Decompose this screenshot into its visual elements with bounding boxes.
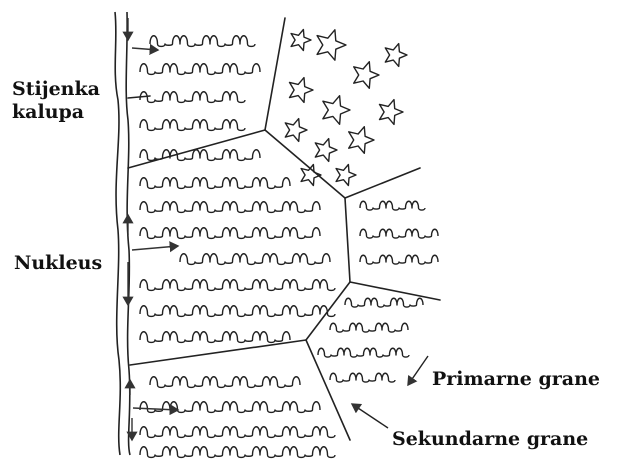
primary-dendrite-arms xyxy=(140,36,438,458)
equiaxed-crystal xyxy=(323,96,350,125)
dendrite-arm xyxy=(318,348,409,357)
dendrite-arm xyxy=(345,298,423,307)
dendrite-arm xyxy=(180,254,330,265)
dendrite-arm xyxy=(360,201,425,210)
dendrite-arm xyxy=(140,202,320,213)
equiaxed-crystal xyxy=(354,62,379,89)
dendrite-arm xyxy=(140,178,290,189)
dendrite-arm xyxy=(140,228,320,239)
dendrite-arm xyxy=(140,64,260,75)
mould-wall-label-line1: Stijenka xyxy=(12,78,100,101)
dendrite-arm xyxy=(330,323,408,332)
mould-wall-label-line2: kalupa xyxy=(12,101,100,124)
dendrite-arm xyxy=(140,447,335,458)
dendrite-arm xyxy=(140,306,335,317)
equiaxed-crystal xyxy=(317,30,346,60)
dendrite-arm xyxy=(360,229,438,238)
equiaxed-crystal xyxy=(290,78,314,103)
nucleus-label: Nukleus xyxy=(14,252,102,275)
primary-branch-pointer xyxy=(408,356,428,385)
dendrite-arm xyxy=(140,280,335,291)
dendrite-arm xyxy=(140,92,245,103)
primary-branches-label: Primarne grane xyxy=(432,368,600,391)
equiaxed-crystal xyxy=(285,119,307,142)
dendrite-arm xyxy=(140,120,245,131)
nucleus-arrow xyxy=(132,246,178,250)
equiaxed-crystal xyxy=(349,127,374,154)
dendrite-arm xyxy=(150,377,300,388)
dendrite-arm xyxy=(150,36,255,47)
equiaxed-crystal xyxy=(336,165,356,186)
mould-wall-label: Stijenka kalupa xyxy=(12,78,100,124)
dendrite-arm xyxy=(140,427,335,438)
dendrite-arm xyxy=(140,402,320,413)
equiaxed-crystal xyxy=(385,44,407,67)
dendrite-arm xyxy=(140,332,290,343)
secondary-branches-label: Sekundarne grane xyxy=(392,428,588,451)
equiaxed-crystal xyxy=(380,100,404,125)
dendrite-arm xyxy=(360,255,438,264)
dendrite-arm xyxy=(140,150,260,161)
pointer-lines xyxy=(352,356,428,428)
nucleus-arrow xyxy=(132,48,158,50)
dendrite-arm xyxy=(330,373,395,382)
secondary-branch-pointer xyxy=(352,404,388,428)
equiaxed-crystal xyxy=(291,30,311,51)
equiaxed-crystal xyxy=(315,139,337,162)
